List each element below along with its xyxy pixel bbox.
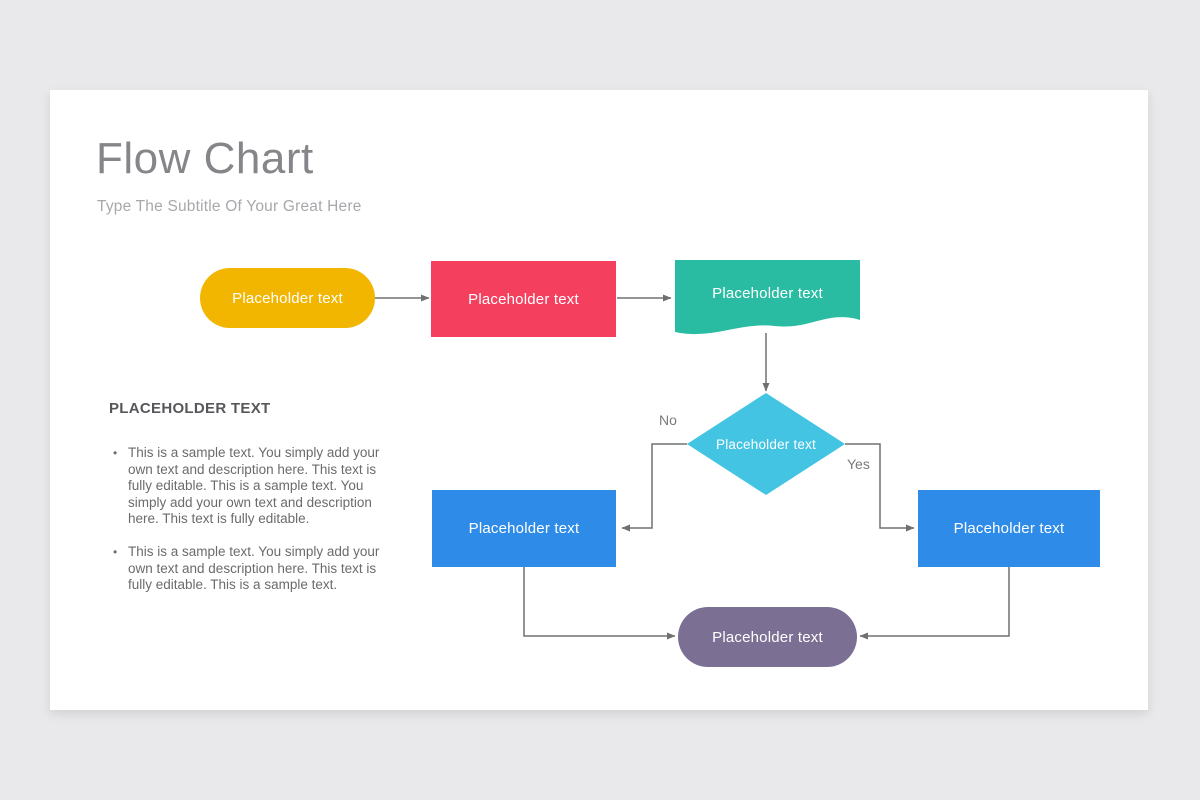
page-title: Flow Chart: [96, 134, 314, 183]
list-item: • This is a sample text. You simply add …: [108, 445, 408, 528]
edge-label-no: No: [659, 412, 677, 428]
connector-right-to-end: [859, 567, 1010, 640]
node-label: Placeholder text: [712, 284, 823, 302]
node-label: Placeholder text: [716, 436, 817, 452]
node-label: Placeholder text: [468, 290, 579, 308]
node-decision-diamond: Placeholder text: [687, 393, 845, 495]
connector-decision-no: [621, 443, 687, 532]
node-label: Placeholder text: [712, 628, 823, 646]
node-branch-left-rectangle: Placeholder text: [432, 490, 616, 567]
node-branch-right-rectangle: Placeholder text: [918, 490, 1100, 567]
bullet-icon: •: [113, 446, 118, 460]
document-wave-shape: [675, 260, 860, 335]
node-label: Placeholder text: [953, 520, 1065, 537]
node-end-terminator: Placeholder text: [678, 607, 857, 667]
bullet-text: This is a sample text. You simply add yo…: [128, 445, 380, 527]
page-subtitle: Type The Subtitle Of Your Great Here: [97, 198, 362, 215]
description-block: PLACEHOLDER TEXT • This is a sample text…: [108, 400, 408, 594]
node-document-shape: Placeholder text: [675, 260, 860, 340]
node-process-rectangle: Placeholder text: [431, 261, 616, 337]
node-label: Placeholder text: [232, 289, 343, 307]
description-heading: PLACEHOLDER TEXT: [109, 400, 271, 417]
slide-card: Flow Chart Type The Subtitle Of Your Gre…: [50, 90, 1148, 710]
list-item: • This is a sample text. You simply add …: [108, 544, 408, 594]
bullet-icon: •: [113, 544, 118, 559]
node-label: Placeholder text: [468, 520, 580, 537]
bullet-text: This is a sample text. You simply add yo…: [128, 543, 380, 593]
connector-left-to-end: [523, 567, 676, 640]
diamond-shape: [687, 393, 845, 495]
edge-label-yes: Yes: [847, 456, 870, 472]
node-start-terminator: Placeholder text: [200, 268, 375, 328]
